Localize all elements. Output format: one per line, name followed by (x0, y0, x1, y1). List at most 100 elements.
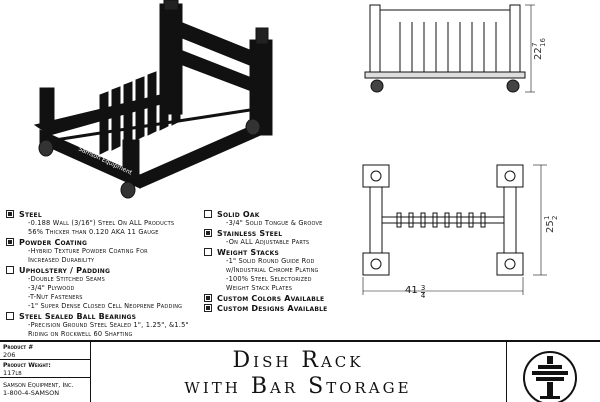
specs-left: Steel-0.188 Wall (3/16") Steel On ALL Pr… (6, 210, 216, 340)
spec-heading: Weight Stacks (204, 248, 354, 257)
caster-wheel (245, 118, 261, 136)
base-rail-front (139, 119, 266, 189)
top-view: 25 1 2 (362, 164, 559, 295)
spec-title: Custom Designs Available (217, 304, 328, 313)
width-dimension: 41 3 4 (405, 284, 426, 300)
spec-line: -On ALL Adjustable Parts (226, 238, 310, 246)
top-view-corner (362, 252, 390, 276)
checked-box-icon (204, 229, 212, 237)
product-number-cell: Product # 206 (0, 342, 90, 360)
upright-cap (255, 27, 269, 45)
title-line-1: Dish Rack (232, 348, 364, 373)
spec-item: Steel Sealed Ball Bearings-Precision Gro… (6, 312, 216, 339)
spec-line: -Double Stitched Seams (28, 275, 106, 283)
spec-line: -3/4" Solid Tongue & Groove (226, 219, 323, 227)
spec-line: w/Industrial Chrome Plating (226, 266, 319, 274)
plate-dividers (99, 64, 181, 155)
svg-text:25: 25 (545, 220, 556, 233)
spec-line: 56% Thicker than 0.120 AKA 11 Gauge (28, 228, 159, 236)
spec-item: Custom Colors Available (204, 294, 354, 303)
spec-line: -1" Solid Round Guide Rod (226, 257, 315, 265)
spec-line: Increased Durability (28, 256, 95, 264)
spec-title: Steel (19, 210, 42, 219)
spec-title: Upholstery / Padding (19, 266, 111, 275)
front-base (364, 71, 526, 79)
caster-wheel (38, 139, 54, 157)
mid-crossbar (174, 47, 263, 96)
center-rod (54, 108, 251, 142)
front-right-post (509, 4, 521, 76)
spec-title: Solid Oak (217, 210, 260, 219)
isometric-render: Samson Equipment (33, 0, 273, 199)
caster-wheel (120, 181, 136, 199)
spec-item: Powder Coating-Hybrid Texture Powder Coa… (6, 238, 216, 265)
spec-title: Stainless Steel (217, 229, 283, 238)
spec-heading: Steel (6, 210, 216, 219)
product-weight-label: Product Weight: (3, 362, 51, 369)
spec-item: Stainless Steel-On ALL Adjustable Parts (204, 229, 354, 247)
front-dividers (399, 22, 497, 72)
spec-line: -Precision Ground Steel Sealed 1", 1.25"… (28, 321, 189, 329)
company-cell: Samson Equipment, Inc. 1-800-4-SAMSON (0, 378, 90, 402)
spec-line: -Hybrid Texture Powder Coating For (28, 247, 148, 255)
product-number-value: 206 (3, 351, 16, 359)
width-dim-num: 3 (420, 284, 426, 293)
checked-box-icon (204, 294, 212, 302)
svg-text:22: 22 (533, 47, 544, 60)
product-weight-value: 117lb (3, 369, 22, 377)
top-view-right-rail (503, 186, 517, 254)
upright-cap (163, 0, 179, 11)
spec-line: -0.188 Wall (3/16") Steel On ALL Product… (28, 219, 175, 227)
empty-box-icon (6, 266, 14, 274)
svg-text:16: 16 (539, 38, 547, 47)
checked-box-icon (6, 238, 14, 246)
company-name: Samson Equipment, Inc. (3, 381, 74, 389)
top-view-corner (496, 164, 524, 188)
spec-item: Solid Oak-3/4" Solid Tongue & Groove (204, 210, 354, 228)
top-crossbar (174, 19, 263, 71)
front-left-post (369, 4, 381, 76)
spec-line: Weight Stack Plates (226, 284, 293, 292)
top-view-corner (362, 164, 390, 188)
spec-line: -1" Super Dense Closed Cell Neoprene Pad… (28, 302, 183, 310)
product-number-label: Product # (3, 344, 34, 351)
spec-heading: Powder Coating (6, 238, 216, 247)
checked-box-icon (6, 210, 14, 218)
empty-box-icon (204, 210, 212, 218)
checked-box-icon (204, 304, 212, 312)
spec-heading: Upholstery / Padding (6, 266, 216, 275)
spec-heading: Solid Oak (204, 210, 354, 219)
product-title: Dish Rack with Bar Storage (92, 348, 504, 400)
spec-title: Powder Coating (19, 238, 88, 247)
title-block: Product # 206 Product Weight: 117lb Sams… (0, 340, 600, 402)
top-view-dividers (396, 212, 486, 228)
height-dimension: 22 7 16 (531, 38, 547, 60)
front-caster (506, 79, 520, 93)
front-caster (370, 79, 384, 93)
spec-item: Upholstery / Padding-Double Stitched Sea… (6, 266, 216, 311)
top-view-left-rail (369, 186, 383, 254)
spec-line: -T-Nut Fasteners (28, 293, 83, 301)
front-view: 22 7 16 (364, 4, 547, 93)
spec-line: Riding on Rockwell 60 Shafting (28, 330, 133, 338)
spec-heading: Stainless Steel (204, 229, 354, 238)
samson-logo-icon (523, 351, 577, 402)
product-weight-cell: Product Weight: 117lb (0, 360, 90, 378)
spec-item: Custom Designs Available (204, 304, 354, 313)
top-view-corner (496, 252, 524, 276)
company-phone: 1-800-4-SAMSON (3, 389, 60, 397)
spec-heading: Custom Designs Available (204, 304, 354, 313)
title-divider-right (506, 342, 507, 402)
empty-box-icon (204, 248, 212, 256)
spec-line: -3/4" Plywood (28, 284, 75, 292)
spec-title: Steel Sealed Ball Bearings (19, 312, 137, 321)
spec-heading: Custom Colors Available (204, 294, 354, 303)
spec-title: Custom Colors Available (217, 294, 325, 303)
spec-title: Weight Stacks (217, 248, 279, 257)
empty-box-icon (6, 312, 14, 320)
title-line-2: with Bar Storage (184, 374, 412, 399)
svg-text:1: 1 (543, 216, 551, 220)
spec-line: -100% Steel Selectorized (226, 275, 312, 283)
bar-sleeve (39, 87, 55, 129)
